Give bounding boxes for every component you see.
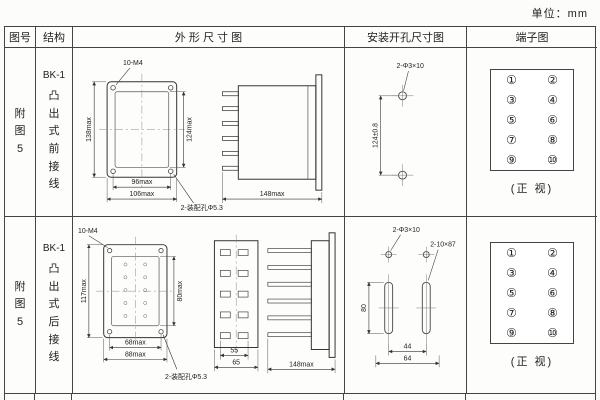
unit-label: 单位：mm (531, 8, 588, 20)
row2-dim-rear-inner: 55 (230, 347, 238, 354)
row2-mounting-height-dim: 80 (361, 304, 368, 312)
terminal-pin-6: ⑥ (547, 285, 558, 300)
row2-dim-mount-hole: 2-装配孔Φ5.3 (165, 372, 207, 381)
table-next-row-stub (4, 394, 596, 400)
terminal-pin-3: ③ (506, 92, 517, 107)
row2-dim-width-inner: 68max (125, 340, 146, 347)
terminal-pin-6: ⑥ (547, 112, 558, 127)
row1-dim-width-inner: 96max (131, 179, 152, 186)
terminal-box: ① ② ③ ④ ⑤ ⑥ ⑦ ⑧ ⑨ ⑩ (490, 241, 574, 344)
terminal-view-caption: (正 视) (510, 182, 554, 195)
row2-dim-height-inner: 80max (177, 280, 184, 301)
row2-mounting-slot-label: 2-10×87 (430, 242, 456, 249)
row1-outline-cell: 10-M4 138max 124max 96max 106max 2-装配孔Φ5… (73, 48, 345, 217)
row1-dim-screws: 10-M4 (123, 60, 143, 67)
terminal-pin-7: ⑦ (506, 305, 517, 320)
row2-dim-depth: 148max (289, 361, 314, 368)
row2-mounting-hole-label: 2-Φ3×10 (393, 227, 420, 234)
terminal-pin-1: ① (506, 72, 517, 87)
terminal-pin-8: ⑧ (547, 132, 558, 147)
row2-model-label: BK-1 (42, 243, 66, 255)
row1-mounting-hole-label: 2-Φ3×10 (397, 63, 424, 70)
row2-dim-height-outer: 117max (81, 279, 88, 304)
row2-dim-rear-outer: 65 (232, 359, 240, 366)
terminal-pin-8: ⑧ (547, 305, 558, 320)
header-fig-no: 图号 (5, 27, 36, 48)
row2-fig-no: 附 图 5 (5, 217, 36, 393)
terminal-pin-4: ④ (547, 92, 558, 107)
row1-structure-label: 凸 出 式 前 接 线 (48, 90, 60, 191)
terminal-pin-5: ⑤ (506, 112, 517, 127)
outline-drawing-rear-wiring: 10-M4 117max 80max (78, 228, 336, 381)
terminal-pin-7: ⑦ (506, 132, 517, 147)
mounting-drawing-front-wiring: 2-Φ3×10 124±0.8 (373, 63, 424, 187)
dimension-table: 图号 结构 外 形 尺 寸 图 安装开孔尺寸图 端子图 附 图 5 BK-1 凸… (4, 26, 597, 394)
row2-structure: BK-1 凸 出 式 后 接 线 (36, 217, 73, 393)
terminal-pin-10: ⑩ (547, 325, 558, 340)
row1-dim-width-outer: 106max (130, 191, 155, 198)
row2-structure-label: 凸 出 式 后 接 线 (48, 263, 60, 364)
terminal-pin-2: ② (547, 245, 558, 260)
terminal-pin-9: ⑨ (506, 152, 517, 167)
terminal-pin-9: ⑨ (506, 325, 517, 340)
row1-dim-depth: 148max (260, 191, 285, 198)
row1-dim-height-outer: 138max (86, 117, 93, 142)
row2-mounting-center-dim: 44 (404, 344, 412, 351)
row1-model-label: BK-1 (42, 70, 66, 82)
row2-terminal-cell: ① ② ③ ④ ⑤ ⑥ ⑦ ⑧ ⑨ ⑩ (正 视) (467, 217, 597, 393)
row1-dim-mount-hole: 2-装配孔Φ5.3 (181, 203, 223, 212)
row1-mounting-cell: 2-Φ3×10 124±0.8 (345, 48, 467, 217)
row2-dim-width-outer: 88max (125, 351, 146, 358)
row2-outline-cell: 10-M4 117max 80max (73, 217, 345, 393)
terminal-pin-1: ① (506, 245, 517, 260)
terminal-view-caption: (正 视) (510, 355, 554, 368)
row1-fig-no: 附 图 5 (5, 48, 36, 217)
mounting-drawing-rear-wiring: 2-Φ3×10 2-10×87 80 44 64 (361, 227, 456, 368)
row1-dim-height-inner: 124max (187, 117, 194, 142)
terminal-pin-4: ④ (547, 265, 558, 280)
terminal-pin-2: ② (547, 72, 558, 87)
row2-mounting-outer-dim: 64 (404, 355, 412, 362)
header-terminal-diagram: 端子图 (467, 27, 597, 48)
terminal-pin-10: ⑩ (547, 152, 558, 167)
terminal-pin-3: ③ (506, 265, 517, 280)
header-mounting-holes: 安装开孔尺寸图 (345, 27, 467, 48)
header-outline-dims: 外 形 尺 寸 图 (73, 27, 345, 48)
row1-terminal-cell: ① ② ③ ④ ⑤ ⑥ ⑦ ⑧ ⑨ ⑩ (正 视) (467, 48, 597, 217)
terminal-pin-5: ⑤ (506, 285, 517, 300)
row2-dim-screws: 10-M4 (78, 228, 98, 235)
header-structure: 结构 (36, 27, 73, 48)
outline-drawing-front-wiring: 10-M4 138max 124max 96max 106max 2-装配孔Φ5… (86, 60, 323, 212)
row1-mounting-vertical-dim: 124±0.8 (373, 123, 380, 148)
terminal-box: ① ② ③ ④ ⑤ ⑥ ⑦ ⑧ ⑨ ⑩ (490, 68, 574, 171)
row1-structure: BK-1 凸 出 式 前 接 线 (36, 48, 73, 217)
row2-mounting-cell: 2-Φ3×10 2-10×87 80 44 64 (345, 217, 467, 393)
